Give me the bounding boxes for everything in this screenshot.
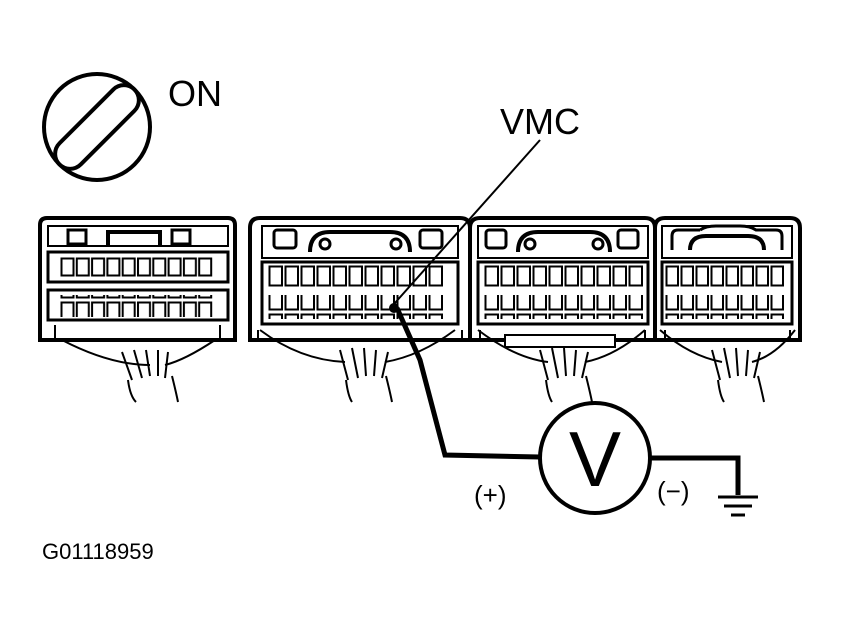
vmc-terminal-label: VMC <box>500 101 580 142</box>
connector-4 <box>653 216 802 342</box>
connector-2 <box>248 216 472 342</box>
positive-test-lead <box>394 306 541 460</box>
voltmeter-symbol: V <box>569 415 621 503</box>
voltmeter-icon <box>538 401 652 515</box>
connector-3 <box>468 216 657 348</box>
ground-icon <box>718 495 758 517</box>
wire-harness-2 <box>259 329 456 403</box>
negative-lead-label: (−) <box>657 476 690 506</box>
wire-harness-3 <box>477 329 646 403</box>
wire-harness-4 <box>659 329 796 403</box>
positive-lead-label: (+) <box>474 480 507 510</box>
ignition-switch-icon <box>42 72 152 182</box>
connector-1 <box>38 216 237 342</box>
wire-harness-1 <box>61 339 216 403</box>
vmc-leader-line <box>393 139 541 305</box>
ignition-on-label: ON <box>168 73 222 114</box>
negative-test-lead <box>650 455 741 495</box>
figure-code: G01118959 <box>42 539 154 564</box>
